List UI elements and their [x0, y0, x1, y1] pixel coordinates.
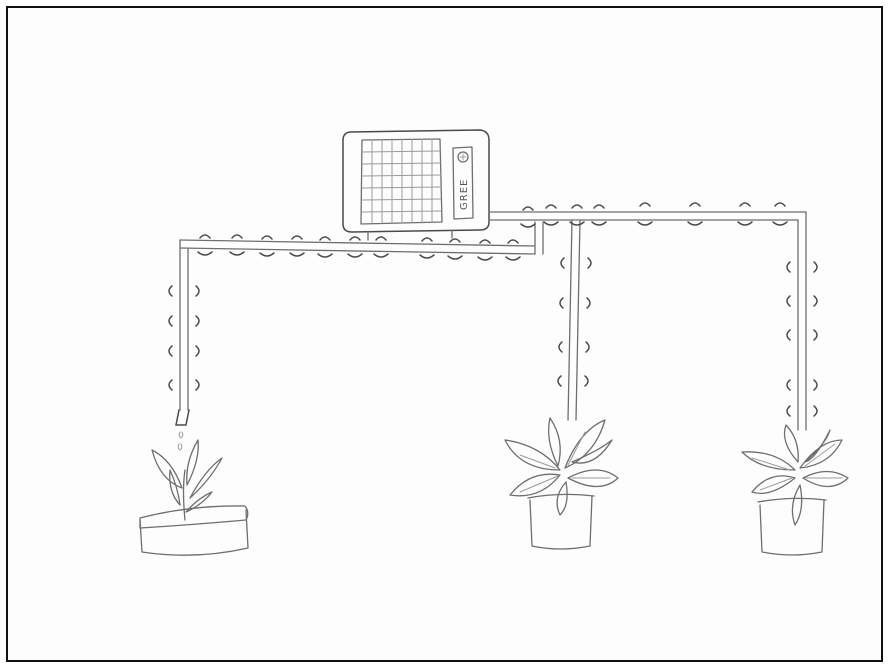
left-planter	[140, 440, 248, 555]
ac-brand-panel: GREE	[453, 147, 473, 219]
middle-potted-plant	[505, 418, 618, 549]
brand-label: GREE	[459, 179, 470, 210]
drip-pipe-network	[176, 212, 806, 450]
ac-outdoor-unit: GREE	[343, 130, 489, 240]
ac-fan-grille	[361, 139, 442, 224]
pipe-clamps	[169, 203, 817, 416]
right-potted-plant	[742, 425, 848, 555]
